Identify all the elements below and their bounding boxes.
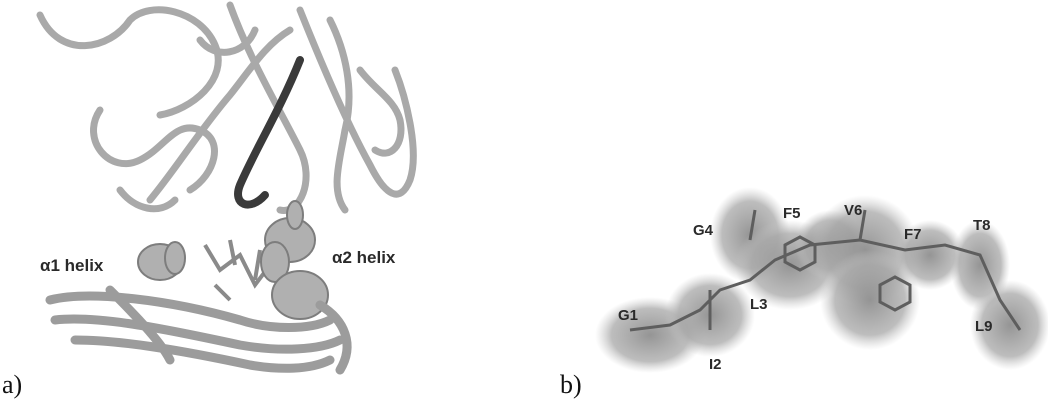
residue-label-l3: L3	[750, 296, 768, 313]
ribbon-strand	[330, 20, 349, 210]
alpha1-helix-label: α1 helix	[40, 256, 103, 276]
peptide-surface	[560, 0, 1048, 403]
ribbon-strand	[300, 10, 413, 194]
panel-b: G1 I2 L3 G4 F5 V6 F7 T8 L9 b)	[560, 0, 1048, 403]
residue-label-g4: G4	[693, 222, 713, 239]
residue-label-l9: L9	[975, 318, 993, 335]
panel-a: α1 helix α2 helix a)	[0, 0, 560, 403]
protein-ribbon-structure	[0, 0, 560, 403]
residue-label-t8: T8	[973, 217, 991, 234]
residue-label-f5: F5	[783, 205, 801, 222]
residue-label-f7: F7	[904, 226, 922, 243]
residue-label-g1: G1	[618, 307, 638, 324]
panel-letter-a: a)	[2, 370, 22, 400]
alpha2-helix-label: α2 helix	[332, 248, 395, 268]
panel-letter-b: b)	[560, 370, 582, 400]
residue-label-v6: V6	[844, 202, 862, 219]
ribbon-strand	[360, 70, 401, 153]
residue-label-i2: I2	[709, 356, 722, 373]
ribbon-strand	[40, 10, 218, 115]
ribbon-strand	[94, 110, 215, 190]
